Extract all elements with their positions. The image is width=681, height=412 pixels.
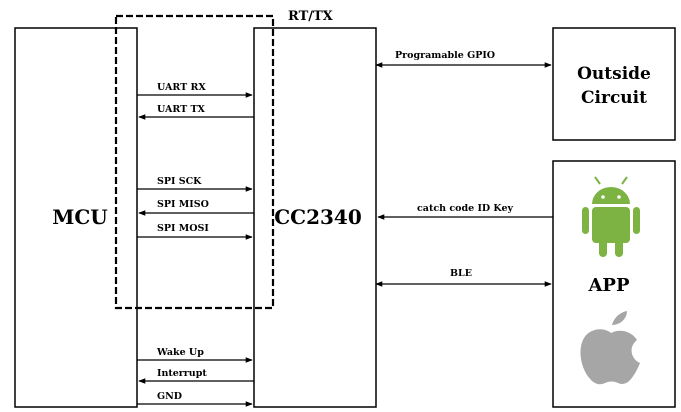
spi-miso-label: SPI MISO <box>157 199 209 210</box>
wake-up-label: Wake Up <box>156 347 204 358</box>
uart-tx-label: UART TX <box>157 104 206 115</box>
cc2340-label: CC2340 <box>274 205 362 229</box>
catch-code-label: catch code ID Key <box>417 203 514 214</box>
android-icon <box>582 176 640 257</box>
mcu-label: MCU <box>52 205 108 229</box>
rt-tx-region <box>114 14 275 310</box>
apple-icon <box>580 311 640 385</box>
interrupt-label: Interrupt <box>157 368 207 379</box>
outside-circuit-label-line1: Outside <box>577 64 651 84</box>
app-label: APP <box>587 275 630 296</box>
gpio-label: Programable GPIO <box>395 50 495 61</box>
outside-circuit-label-line2: Circuit <box>581 88 647 108</box>
spi-sck-label: SPI SCK <box>157 176 202 187</box>
spi-mosi-label: SPI MOSI <box>157 223 209 234</box>
cc2340-block <box>253 27 377 408</box>
outside-circuit-block <box>552 27 676 141</box>
mcu-block <box>14 27 138 408</box>
rt-tx-label: RT/TX <box>288 9 334 24</box>
ble-label: BLE <box>450 268 472 279</box>
app-block <box>552 160 676 408</box>
uart-rx-label: UART RX <box>157 82 206 93</box>
gnd-label: GND <box>157 391 182 402</box>
